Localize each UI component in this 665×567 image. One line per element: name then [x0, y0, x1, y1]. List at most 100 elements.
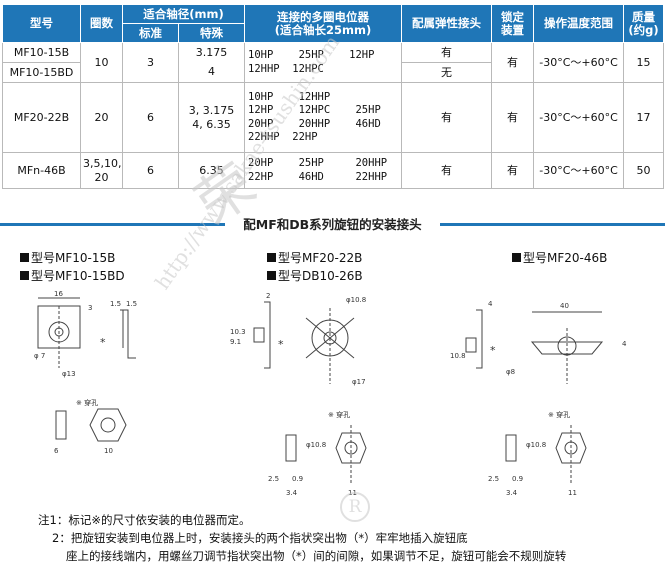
- star-mark-3: *: [490, 344, 496, 357]
- drawing-panel: [0, 208, 665, 567]
- dim-phi10-8-3: φ10.8: [526, 441, 546, 449]
- cell-mass: 15: [623, 42, 665, 83]
- cell-std: 6: [122, 152, 179, 189]
- dim-phi17: φ17: [352, 378, 366, 386]
- label-mf20-22b: 型号MF20-22B: [267, 249, 362, 266]
- col-temp: 操作温度范围: [533, 4, 625, 43]
- cell-special: 4: [177, 62, 246, 83]
- dim-11b: 11: [568, 489, 577, 497]
- note-2a: 2：把旋钮安装到电位器上时，安装接头的两个指状突出物（*）牢牢地插入旋钮底: [52, 531, 468, 545]
- dim-10-8b: 10.8: [450, 352, 466, 360]
- label-db10-26b: 型号DB10-26B: [267, 267, 363, 284]
- table-row: MFn-46B 3,5,10, 20 6 6.35 20HP 25HP 20HH…: [2, 152, 665, 189]
- dim-phi13: φ13: [62, 370, 76, 378]
- cell-turns: 20: [80, 82, 123, 153]
- note-1: 注1：标记※的尺寸依安装的电位器而定。: [38, 513, 251, 527]
- dim-phi10-8: φ10.8: [346, 296, 366, 304]
- dim-1-5b: 1.5: [126, 300, 137, 308]
- dim-through-hole: ※ 穿孔: [76, 398, 98, 407]
- cell-turns: 3,5,10, 20: [80, 152, 123, 189]
- dim-2-5b: 2.5: [488, 475, 499, 483]
- cell-model: MF10-15BD: [2, 62, 81, 83]
- dim-phi8: φ8: [506, 368, 515, 376]
- cell-mass: 17: [623, 82, 665, 153]
- dim-16: 16: [54, 290, 63, 298]
- cell-special: 6.35: [177, 152, 246, 189]
- dim-3-4b: 3.4: [506, 489, 518, 497]
- cell-mass: 50: [623, 152, 665, 189]
- cell-std: 6: [122, 82, 179, 153]
- dim-9-1: 9.1: [230, 338, 241, 346]
- bullet-square-icon: [267, 271, 276, 280]
- dim-10: 10: [104, 447, 113, 455]
- cell-std: 3: [122, 42, 179, 83]
- cell-temp: -30°C～+60°C: [533, 42, 625, 83]
- bullet-square-icon: [512, 253, 521, 262]
- cell-spring: 有: [401, 42, 493, 63]
- dim-40: 40: [560, 302, 569, 310]
- cell-lock: 有: [491, 152, 535, 189]
- dim-3: 3: [88, 304, 92, 312]
- watermark-registered-icon: R: [340, 492, 370, 522]
- drawing-db10-bottom: ※ 穿孔 φ10.8 2.5 0.9 3.4 11: [268, 410, 367, 497]
- cell-lock: 有: [491, 82, 535, 153]
- label-mf10-15b: 型号MF10-15B: [20, 249, 115, 266]
- col-model: 型号: [2, 4, 81, 43]
- col-shaft-special: 特殊: [177, 23, 246, 43]
- dim-3-4: 3.4: [286, 489, 298, 497]
- dim-through-hole-3: ※ 穿孔: [548, 410, 570, 419]
- dim-0-9: 0.9: [292, 475, 303, 483]
- dim-0-9b: 0.9: [512, 475, 523, 483]
- cell-special: 3.175: [177, 42, 246, 63]
- col-turns: 圈数: [80, 4, 123, 43]
- cell-model: MFn-46B: [2, 152, 81, 189]
- title-rule-left: [0, 223, 225, 226]
- label-mf10-15bd: 型号MF10-15BD: [20, 267, 125, 284]
- cell-spring: 有: [401, 152, 493, 189]
- dim-2: 2: [266, 292, 270, 300]
- dim-1-5: 1.5: [110, 300, 121, 308]
- drawing-mf10-bottom: ※ 穿孔 6 10: [54, 398, 127, 455]
- label-mf20-46b: 型号MF20-46B: [512, 249, 607, 266]
- section-title-bar: 配MF和DB系列旋钮的安装接头: [0, 214, 665, 232]
- dim-4: 4: [488, 300, 493, 308]
- drawing-mf46-top: 40 4 4 10.8 φ8 *: [450, 300, 627, 384]
- dim-phi10-8-2: φ10.8: [306, 441, 326, 449]
- spec-table: 型号 圈数 适合轴径(mm) 连接的多圈电位器(适合轴长25mm) 配属弹性接头…: [2, 4, 665, 189]
- table-row: MF10-15B 10 3 3.175 10HP 25HP 12HP 12HHP…: [2, 42, 665, 83]
- drawing-mf10-top: 16 3 1.5 1.5 φ13 φ 7 *: [34, 290, 137, 378]
- cell-model: MF10-15B: [2, 42, 81, 63]
- cell-temp: -30°C～+60°C: [533, 152, 625, 189]
- dim-10-3: 10.3: [230, 328, 246, 336]
- cell-spring: 无: [401, 62, 493, 83]
- col-mass: 质量(约g): [623, 4, 665, 43]
- cell-turns: 10: [80, 42, 123, 83]
- bullet-square-icon: [20, 253, 29, 262]
- drawing-mf20-top: φ10.8 φ17 9.1 10.3 2 *: [230, 292, 366, 386]
- dim-phi7: φ 7: [34, 352, 45, 360]
- star-mark: *: [100, 336, 106, 349]
- cell-lock: 有: [491, 42, 535, 83]
- cell-spring: 有: [401, 82, 493, 153]
- bullet-square-icon: [267, 253, 276, 262]
- col-pots: 连接的多圈电位器(适合轴长25mm): [244, 4, 403, 43]
- col-shaft-std: 标准: [122, 23, 179, 43]
- dim-through-hole-2: ※ 穿孔: [328, 410, 350, 419]
- col-spring: 配属弹性接头: [401, 4, 493, 43]
- cell-pots: 10HP 25HP 12HP 12HHP 12HPC: [244, 42, 403, 83]
- col-lock: 锁定装置: [491, 4, 535, 43]
- dim-2-5: 2.5: [268, 475, 279, 483]
- cell-temp: -30°C～+60°C: [533, 82, 625, 153]
- cell-pots: 20HP 25HP 20HHP 22HP 46HD 22HHP: [244, 152, 403, 189]
- col-shaft: 适合轴径(mm): [121, 4, 246, 24]
- dim-6: 6: [54, 447, 59, 455]
- bullet-square-icon: [20, 271, 29, 280]
- star-mark-2: *: [278, 338, 284, 351]
- dim-4b: 4: [622, 340, 627, 348]
- cell-model: MF20-22B: [2, 82, 81, 153]
- title-rule-right: [440, 223, 665, 226]
- drawing-mf46-bottom: ※ 穿孔 φ10.8 2.5 0.9 3.4 11: [488, 410, 587, 497]
- section-title: 配MF和DB系列旋钮的安装接头: [243, 217, 422, 232]
